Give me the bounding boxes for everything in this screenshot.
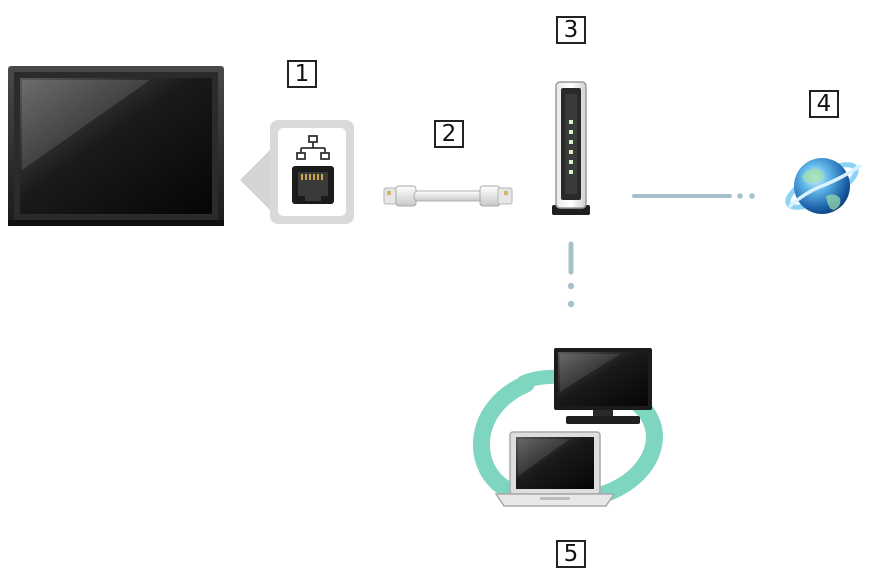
callout-3: 3 [556, 16, 586, 44]
home-network-devices-icon [472, 348, 663, 507]
lan-port-icon [240, 120, 354, 224]
router-internet-link [632, 193, 755, 199]
internet-globe-icon [785, 158, 862, 214]
router-home-network-link [567, 241, 575, 308]
callout-5: 5 [556, 540, 586, 568]
callout-2: 2 [434, 120, 464, 148]
callout-4: 4 [809, 90, 839, 118]
lan-cable-icon [383, 185, 513, 207]
router-icon [552, 81, 590, 215]
callout-1: 1 [287, 60, 317, 88]
tv-icon [8, 66, 224, 226]
